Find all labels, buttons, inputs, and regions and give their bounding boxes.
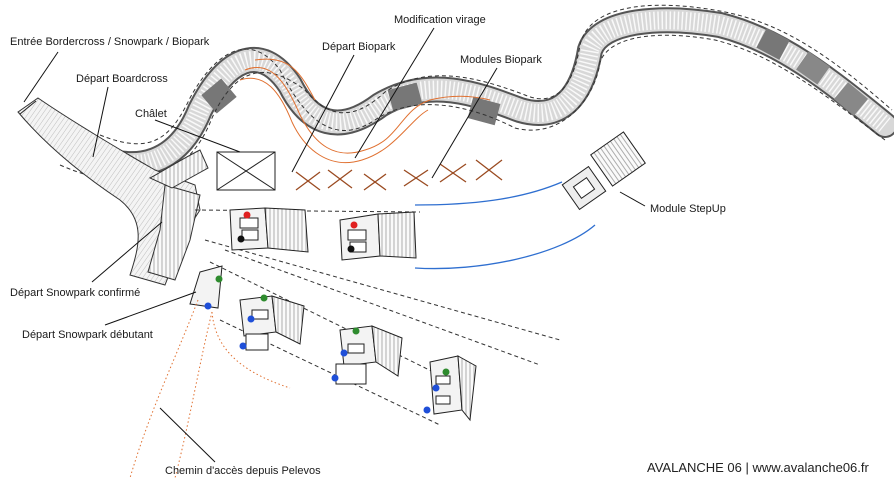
kicker-modules xyxy=(189,207,477,422)
marker-blue xyxy=(423,406,431,414)
label-depart-boardcross: Départ Boardcross xyxy=(76,73,168,85)
marker-green xyxy=(215,275,223,283)
label-modification-virage: Modification virage xyxy=(394,14,486,26)
marker-black xyxy=(237,235,245,243)
marker-blue xyxy=(340,349,348,357)
leader-lines xyxy=(23,27,646,463)
marker-black xyxy=(347,245,355,253)
credit-text: AVALANCHE 06 | www.avalanche06.fr xyxy=(647,460,870,475)
boardcross-track xyxy=(59,4,894,182)
entrance-funnel xyxy=(17,97,209,286)
marker-blue xyxy=(432,384,440,392)
module-upper-left xyxy=(229,207,309,253)
module-stepup xyxy=(561,131,646,211)
label-depart-snowpark-confirme: Départ Snowpark confirmé xyxy=(10,287,140,299)
label-entree: Entrée Bordercross / Snowpark / Biopark xyxy=(10,36,210,48)
marker-blue xyxy=(247,315,255,323)
marker-blue xyxy=(204,302,212,310)
label-modules-biopark: Modules Biopark xyxy=(460,54,542,66)
marker-green xyxy=(260,294,268,302)
blue-lines xyxy=(414,181,596,270)
biopark-modules xyxy=(295,159,503,191)
marker-blue xyxy=(331,374,339,382)
beginner-start-pad xyxy=(189,265,223,309)
label-module-stepup: Module StepUp xyxy=(650,203,726,215)
module-lower-2 xyxy=(335,325,403,385)
module-upper-middle xyxy=(339,211,417,261)
label-chemin-acces: Chemin d'accès depuis Pelevos xyxy=(165,465,321,477)
marker-red xyxy=(350,221,358,229)
biopark-orange-lines xyxy=(239,58,491,164)
marker-blue xyxy=(239,342,247,350)
marker-red xyxy=(243,211,251,219)
marker-green xyxy=(442,368,450,376)
label-depart-snowpark-debutant: Départ Snowpark débutant xyxy=(22,329,153,341)
marker-green xyxy=(352,327,360,335)
module-lower-1 xyxy=(239,295,305,351)
label-chalet: Châlet xyxy=(135,108,167,120)
module-lower-3 xyxy=(429,355,477,422)
label-depart-biopark: Départ Biopark xyxy=(322,41,396,53)
labels: Entrée Bordercross / Snowpark / Biopark … xyxy=(10,14,870,477)
markers xyxy=(204,211,450,414)
chalet-building xyxy=(216,151,276,191)
access-path xyxy=(129,299,291,479)
